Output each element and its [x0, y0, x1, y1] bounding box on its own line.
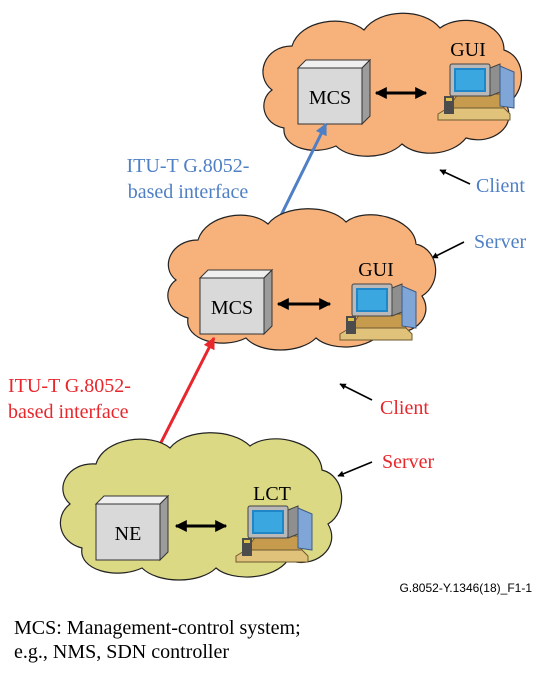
middle-gui-label: GUI [358, 259, 394, 281]
bottom-server-pointer-arrow [337, 461, 373, 477]
middle-mcs-box[interactable]: MCS [199, 269, 273, 335]
figure-id: G.8052-Y.1346(18)_F1-1 [399, 581, 532, 595]
top-client-label: Client [476, 175, 525, 197]
red-interface-label-line2: based interface [8, 401, 129, 423]
ne-label: NE [115, 523, 142, 545]
blue-interface-label-line1: ITU-T G.8052- [127, 155, 250, 177]
middle-server-pointer-arrow [431, 241, 465, 259]
footnote-line2: e.g., NMS, SDN controller [14, 641, 229, 663]
top-client-pointer-arrow [439, 169, 471, 185]
top-gui-label: GUI [450, 39, 486, 61]
footnote-line1: MCS: Management-control system; [14, 617, 301, 639]
red-interface-label-line1: ITU-T G.8052- [8, 375, 131, 397]
footnote: MCS: Management-control system; e.g., NM… [14, 616, 301, 664]
middle-client-pointer-arrow [339, 383, 373, 401]
middle-client-label: Client [380, 397, 429, 419]
top-mcs-label: MCS [309, 87, 351, 109]
middle-server-label: Server [474, 231, 527, 253]
lct-label: LCT [253, 483, 291, 505]
bottom-server-label: Server [382, 451, 435, 473]
ne-box[interactable]: NE [95, 495, 169, 561]
blue-interface-label-line2: based interface [128, 181, 249, 203]
top-mcs-box[interactable]: MCS [297, 59, 371, 125]
middle-mcs-label: MCS [211, 297, 253, 319]
